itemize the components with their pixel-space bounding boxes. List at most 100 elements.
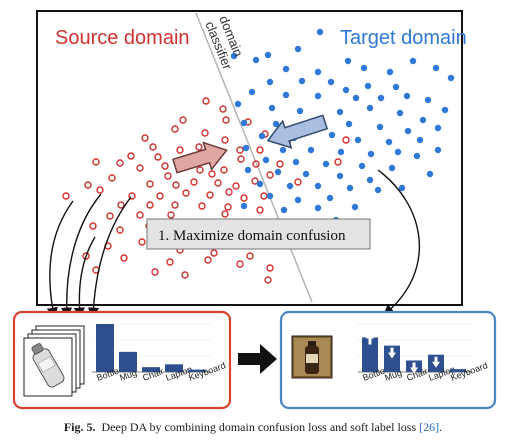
domain-classifier-line	[195, 12, 313, 303]
source-point	[171, 201, 179, 209]
target-point	[240, 202, 248, 210]
target-point	[296, 107, 304, 115]
source-connector-arrows	[46, 193, 132, 319]
source-point	[136, 211, 144, 219]
target-point	[266, 78, 274, 86]
target-point	[354, 136, 362, 144]
source-point	[240, 194, 248, 202]
target-point	[337, 148, 345, 156]
source-point	[120, 254, 128, 262]
target-bottle-photo	[291, 335, 333, 379]
target-point	[234, 100, 242, 108]
target-point	[396, 109, 404, 117]
figure-number: Fig. 5.	[63, 420, 96, 434]
target-point	[248, 88, 256, 96]
target-point	[392, 83, 400, 91]
target-point	[386, 68, 394, 76]
source-point	[161, 162, 169, 170]
source-point	[89, 222, 97, 230]
source-points	[62, 97, 350, 284]
source-point	[266, 264, 274, 272]
source-point	[224, 203, 232, 211]
source-point	[172, 181, 180, 189]
source-point	[82, 252, 90, 260]
source-point	[141, 134, 149, 142]
chart-bar	[450, 369, 466, 372]
source-point	[164, 172, 172, 180]
source-point	[176, 146, 184, 154]
target-point	[351, 203, 359, 211]
chart-bar	[188, 369, 206, 372]
target-point	[282, 91, 290, 99]
target-point	[264, 51, 272, 59]
confusion-label-box	[146, 218, 371, 250]
source-point	[236, 260, 244, 268]
target-point	[242, 144, 250, 152]
source-point	[196, 166, 204, 174]
source-point	[146, 201, 154, 209]
source-point	[208, 170, 216, 178]
source-point	[128, 192, 136, 200]
target-point	[240, 119, 248, 127]
bar-down-arrow-icon	[432, 356, 440, 368]
target-point	[434, 146, 442, 154]
panel-transfer-arrow	[238, 344, 277, 374]
source-point	[214, 179, 222, 187]
source-point	[149, 143, 157, 151]
chart-bar	[362, 337, 378, 372]
source-point	[116, 159, 124, 167]
target-point	[416, 136, 424, 144]
target-point	[360, 64, 368, 72]
source-point	[206, 191, 214, 199]
source-point	[220, 166, 228, 174]
target-point	[328, 131, 336, 139]
caption-end: .	[439, 420, 443, 434]
target-point	[388, 164, 396, 172]
target-point	[366, 104, 374, 112]
source-point	[171, 125, 179, 133]
target-point	[374, 186, 382, 194]
source-point	[96, 186, 104, 194]
target-point	[322, 160, 330, 168]
source-point	[167, 211, 175, 219]
chart-bar	[142, 367, 160, 372]
target-point	[376, 123, 384, 131]
target-point	[314, 182, 322, 190]
source-point	[136, 164, 144, 172]
target-point	[352, 94, 360, 102]
target-point	[292, 158, 300, 166]
source-point	[108, 174, 116, 182]
target-point	[409, 57, 417, 65]
source-point	[202, 97, 210, 105]
target-point	[314, 68, 322, 76]
target-point	[294, 196, 302, 204]
target-point	[316, 28, 324, 36]
target-point	[441, 106, 449, 114]
target-point	[314, 92, 322, 100]
target-point	[282, 65, 290, 73]
source-point	[294, 178, 302, 186]
bar-up-arrow-icon	[366, 331, 374, 345]
source-point	[342, 136, 350, 144]
source-point	[201, 129, 209, 137]
source-domain-label: Source domain	[55, 27, 190, 49]
source-point	[266, 171, 274, 179]
target-point	[424, 96, 432, 104]
target-point	[447, 74, 455, 82]
source-point	[182, 189, 190, 197]
target-to-center-arrow	[266, 114, 329, 149]
target-point	[244, 166, 252, 174]
source-point	[198, 202, 206, 210]
target-point	[298, 77, 306, 85]
chart-bar	[119, 351, 137, 372]
source-point	[221, 136, 229, 144]
source-point	[232, 182, 240, 190]
target-point	[426, 170, 434, 178]
target-point	[280, 206, 288, 214]
source-point	[222, 116, 230, 124]
target-point	[266, 192, 274, 200]
source-point	[84, 181, 92, 189]
source-point	[138, 238, 146, 246]
target-point	[268, 104, 276, 112]
source-point	[62, 192, 70, 200]
